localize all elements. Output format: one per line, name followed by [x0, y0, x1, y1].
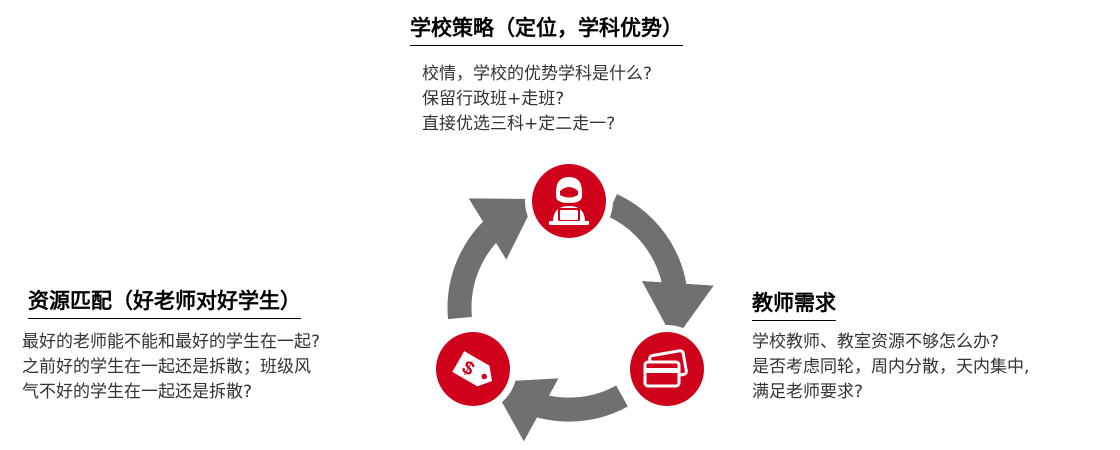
resource-matching-line-1: 最好的老师能不能和最好的学生在一起? [22, 332, 321, 352]
teacher-needs-line-1: 学校教师、教室资源不够怎么办? [752, 332, 1000, 352]
credit-card-icon [643, 349, 688, 388]
price-tag-icon: $ [452, 351, 493, 387]
teacher-needs-line-3: 满足老师要求? [752, 382, 864, 402]
teacher-needs-description: 学校教师、教室资源不够怎么办? 是否考虑同轮，周内分散，天内集中, 满足老师要求… [752, 330, 1029, 405]
strategy-node [525, 157, 613, 245]
teacher-needs-title: 教师需求 [752, 287, 836, 321]
resource-matching-line-3: 气不好的学生在一起还是拆散? [22, 382, 253, 402]
teacher-needs-node [623, 325, 711, 413]
resource-matching-title: 资源匹配（好老师对好学生） [28, 285, 301, 319]
strategy-description: 校情，学校的优势学科是什么? 保留行政班+走班? 直接优选三科+定二走一? [422, 62, 652, 137]
resource-matching-description: 最好的老师能不能和最好的学生在一起? 之前好的学生在一起还是拆散；班级风 气不好… [22, 330, 320, 405]
strategy-title: 学校策略（定位，学科优势） [410, 12, 683, 46]
resource-matching-node: $ [429, 325, 517, 413]
person-laptop-icon [549, 177, 589, 225]
strategy-line-3: 直接优选三科+定二走一? [422, 114, 616, 134]
cycle-arrow-top-right [606, 194, 714, 341]
cycle-arrow-right-left [490, 378, 628, 442]
strategy-line-1: 校情，学校的优势学科是什么? [422, 64, 653, 84]
cycle-arrow-left-top [447, 198, 537, 320]
strategy-line-2: 保留行政班+走班? [422, 89, 565, 109]
resource-matching-line-2: 之前好的学生在一起还是拆散；班级风 [22, 357, 311, 377]
teacher-needs-line-2: 是否考虑同轮，周内分散，天内集中, [752, 357, 1030, 377]
